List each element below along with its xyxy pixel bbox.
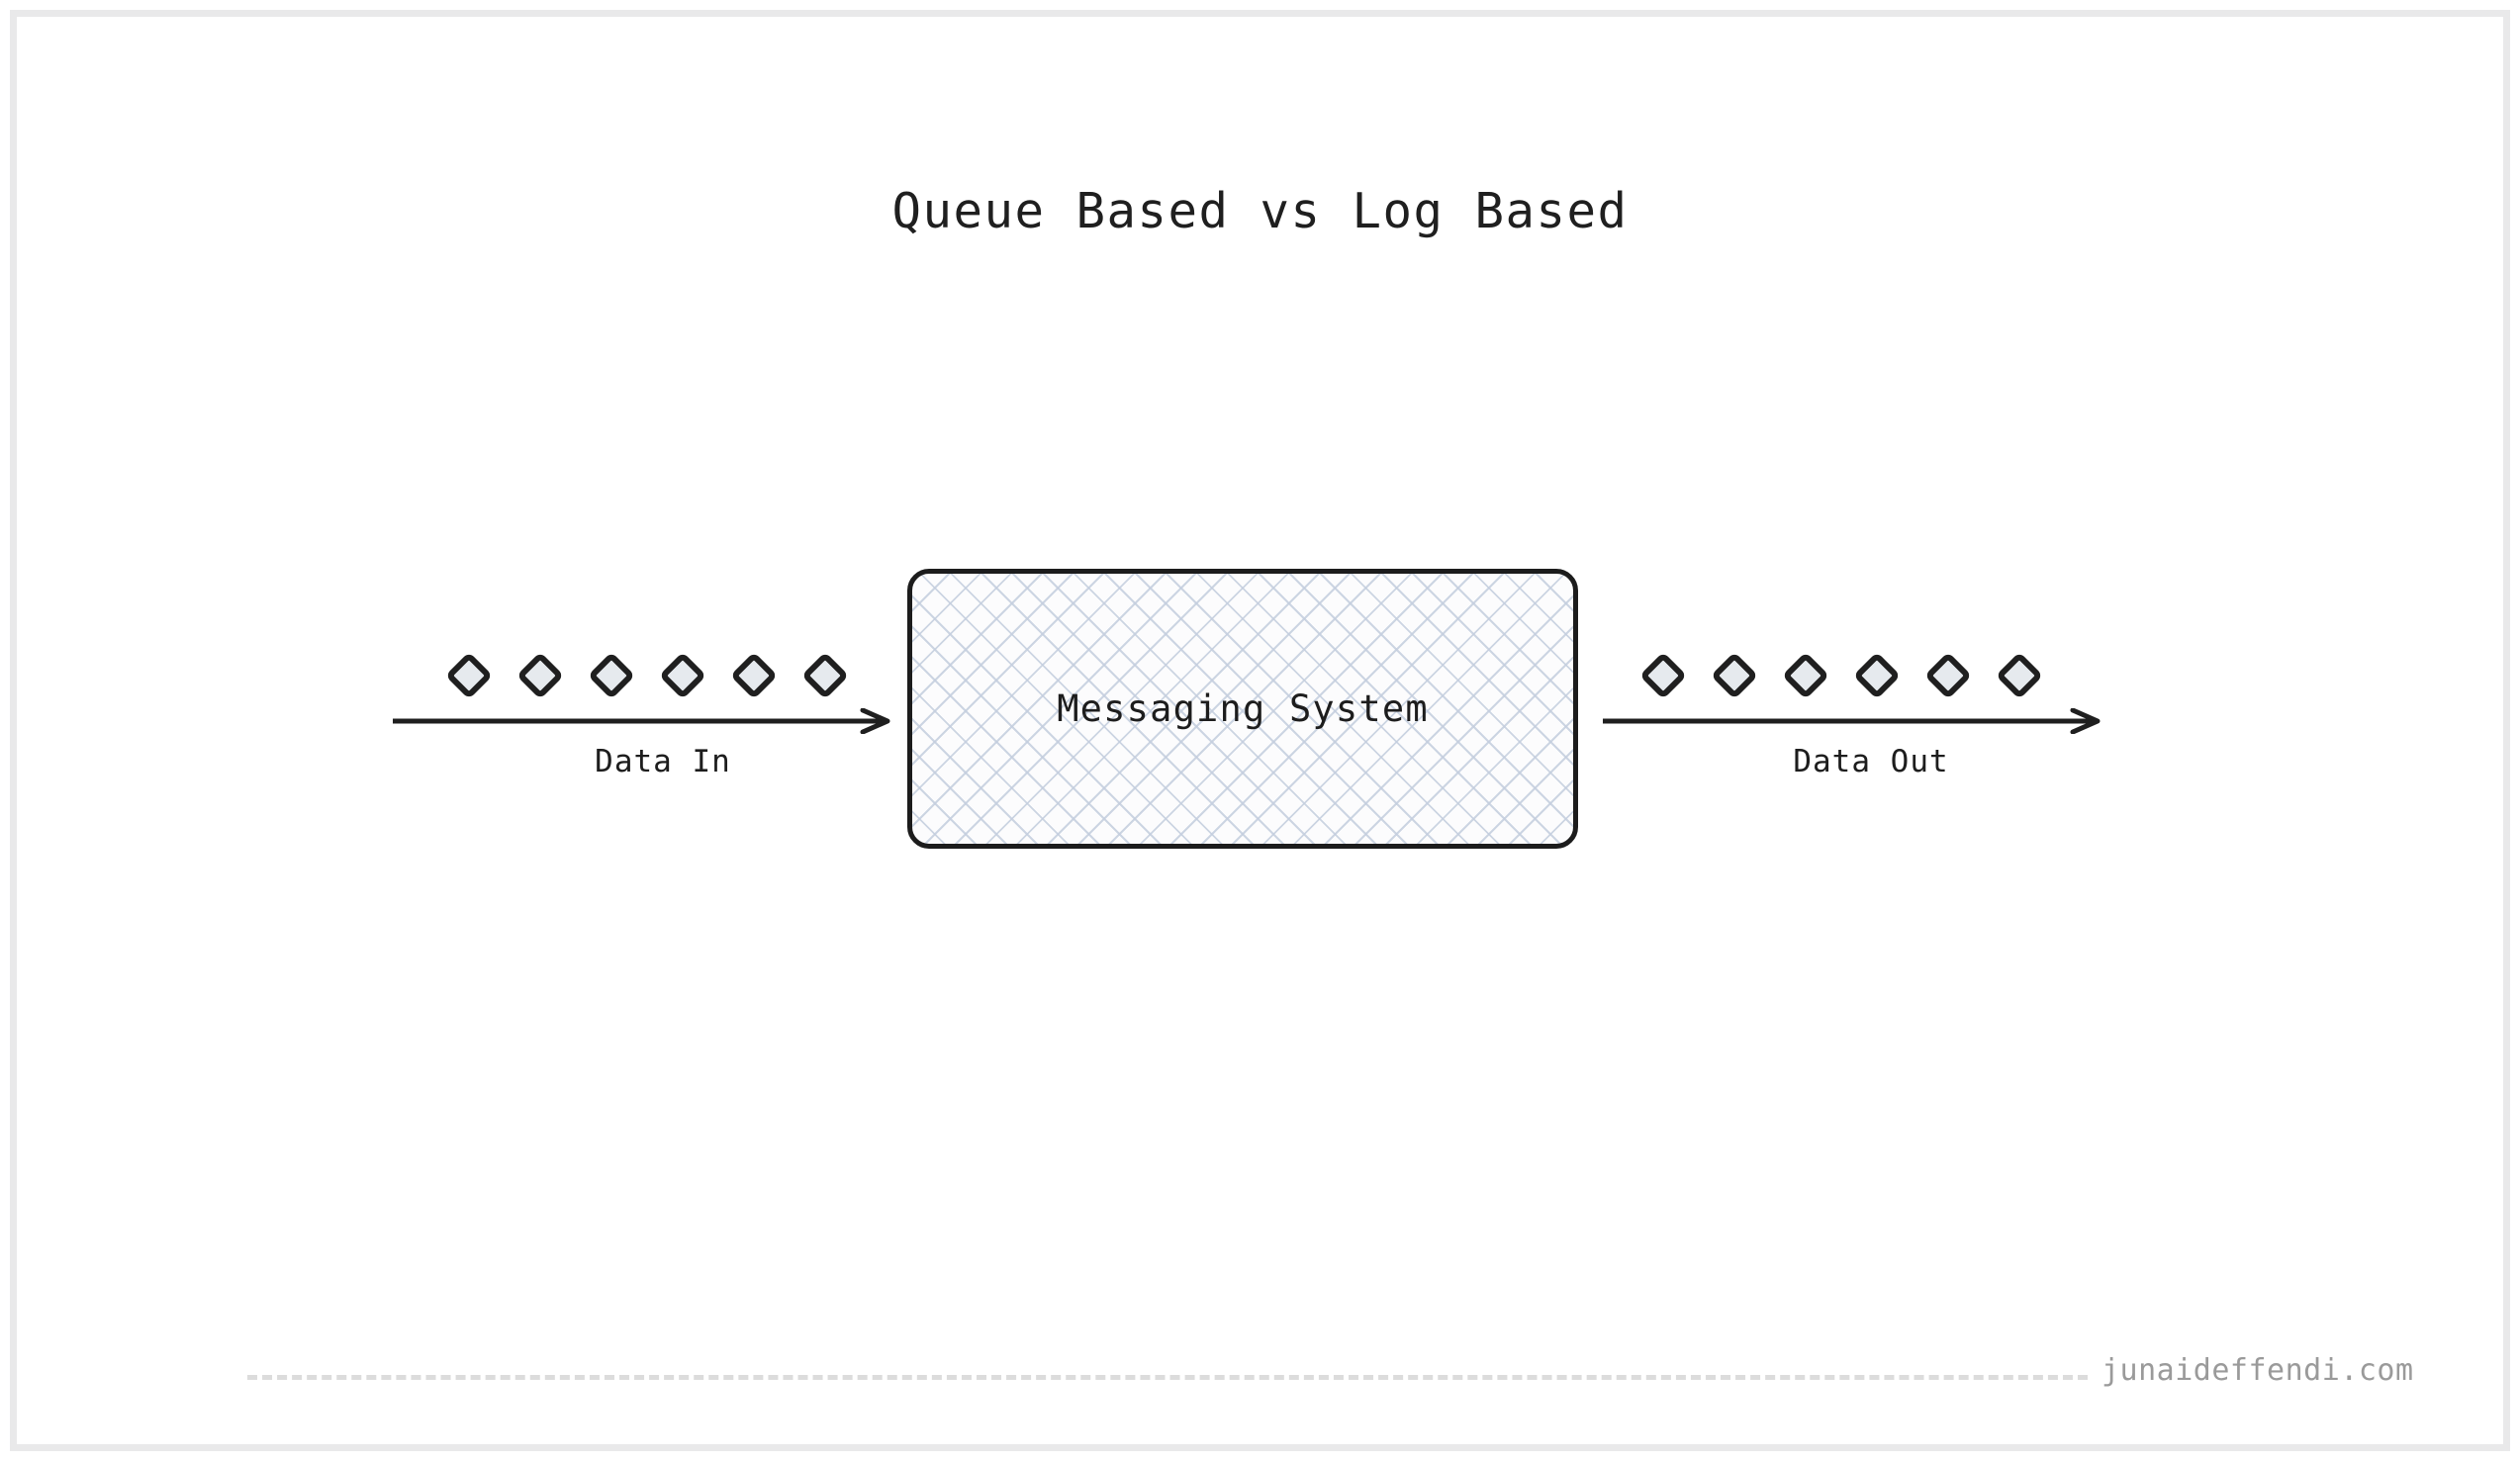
message-diamond bbox=[1638, 651, 1688, 700]
data-in-arrow-icon bbox=[393, 708, 890, 734]
data-in-flow: Data In bbox=[391, 651, 895, 831]
message-diamond bbox=[587, 651, 636, 700]
message-diamond bbox=[1923, 651, 1973, 700]
data-out-flow: Data Out bbox=[1601, 651, 2105, 831]
message-diamond bbox=[1710, 651, 1759, 700]
data-in-label: Data In bbox=[595, 744, 731, 779]
footer-divider bbox=[247, 1375, 2088, 1380]
message-diamond bbox=[444, 651, 494, 700]
message-diamond bbox=[1852, 651, 1902, 700]
page-title: Queue Based vs Log Based bbox=[891, 183, 1629, 239]
data-out-label: Data Out bbox=[1793, 744, 1949, 779]
message-diamond bbox=[1781, 651, 1830, 700]
message-diamond bbox=[515, 651, 565, 700]
message-diamond bbox=[800, 651, 850, 700]
messaging-system-node[interactable]: Messaging System bbox=[907, 569, 1578, 849]
message-diamond bbox=[658, 651, 707, 700]
message-diamond bbox=[729, 651, 779, 700]
messaging-system-label: Messaging System bbox=[1057, 687, 1429, 730]
footer-site-label: junaideffendi.com bbox=[2101, 1353, 2414, 1388]
footer: junaideffendi.com bbox=[0, 1353, 2520, 1403]
data-out-arrow-icon bbox=[1603, 708, 2100, 734]
message-diamond bbox=[1995, 651, 2044, 700]
